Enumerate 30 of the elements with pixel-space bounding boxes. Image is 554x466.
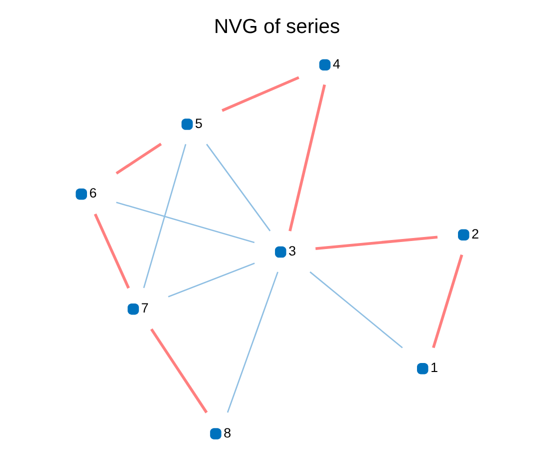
connector <box>226 272 278 413</box>
node-label: 7 <box>141 300 149 316</box>
connector <box>168 262 255 298</box>
node-circle <box>319 59 331 70</box>
node-circle <box>458 229 470 240</box>
node-circle <box>417 363 428 374</box>
node-label: 6 <box>89 186 97 201</box>
connector <box>315 236 438 250</box>
node-label: 4 <box>332 56 340 72</box>
connector <box>222 76 300 112</box>
node-circle <box>76 188 87 200</box>
node-label: 5 <box>195 116 203 131</box>
connector <box>206 144 271 232</box>
connector <box>310 271 403 348</box>
node-circle <box>182 118 193 130</box>
connector <box>150 328 208 414</box>
node-label: 1 <box>430 360 438 376</box>
connector <box>288 84 326 232</box>
node-circle <box>128 303 139 315</box>
connector <box>432 254 464 348</box>
node-circle <box>210 428 222 440</box>
diagram-title: NVG of series <box>214 16 340 38</box>
node-circle <box>274 246 286 258</box>
connector <box>116 202 255 244</box>
connector <box>94 214 130 289</box>
node-label: 8 <box>224 425 232 440</box>
node-label: 3 <box>288 244 296 259</box>
connector <box>143 144 186 288</box>
connector <box>116 142 162 175</box>
node-label: 2 <box>471 226 480 242</box>
